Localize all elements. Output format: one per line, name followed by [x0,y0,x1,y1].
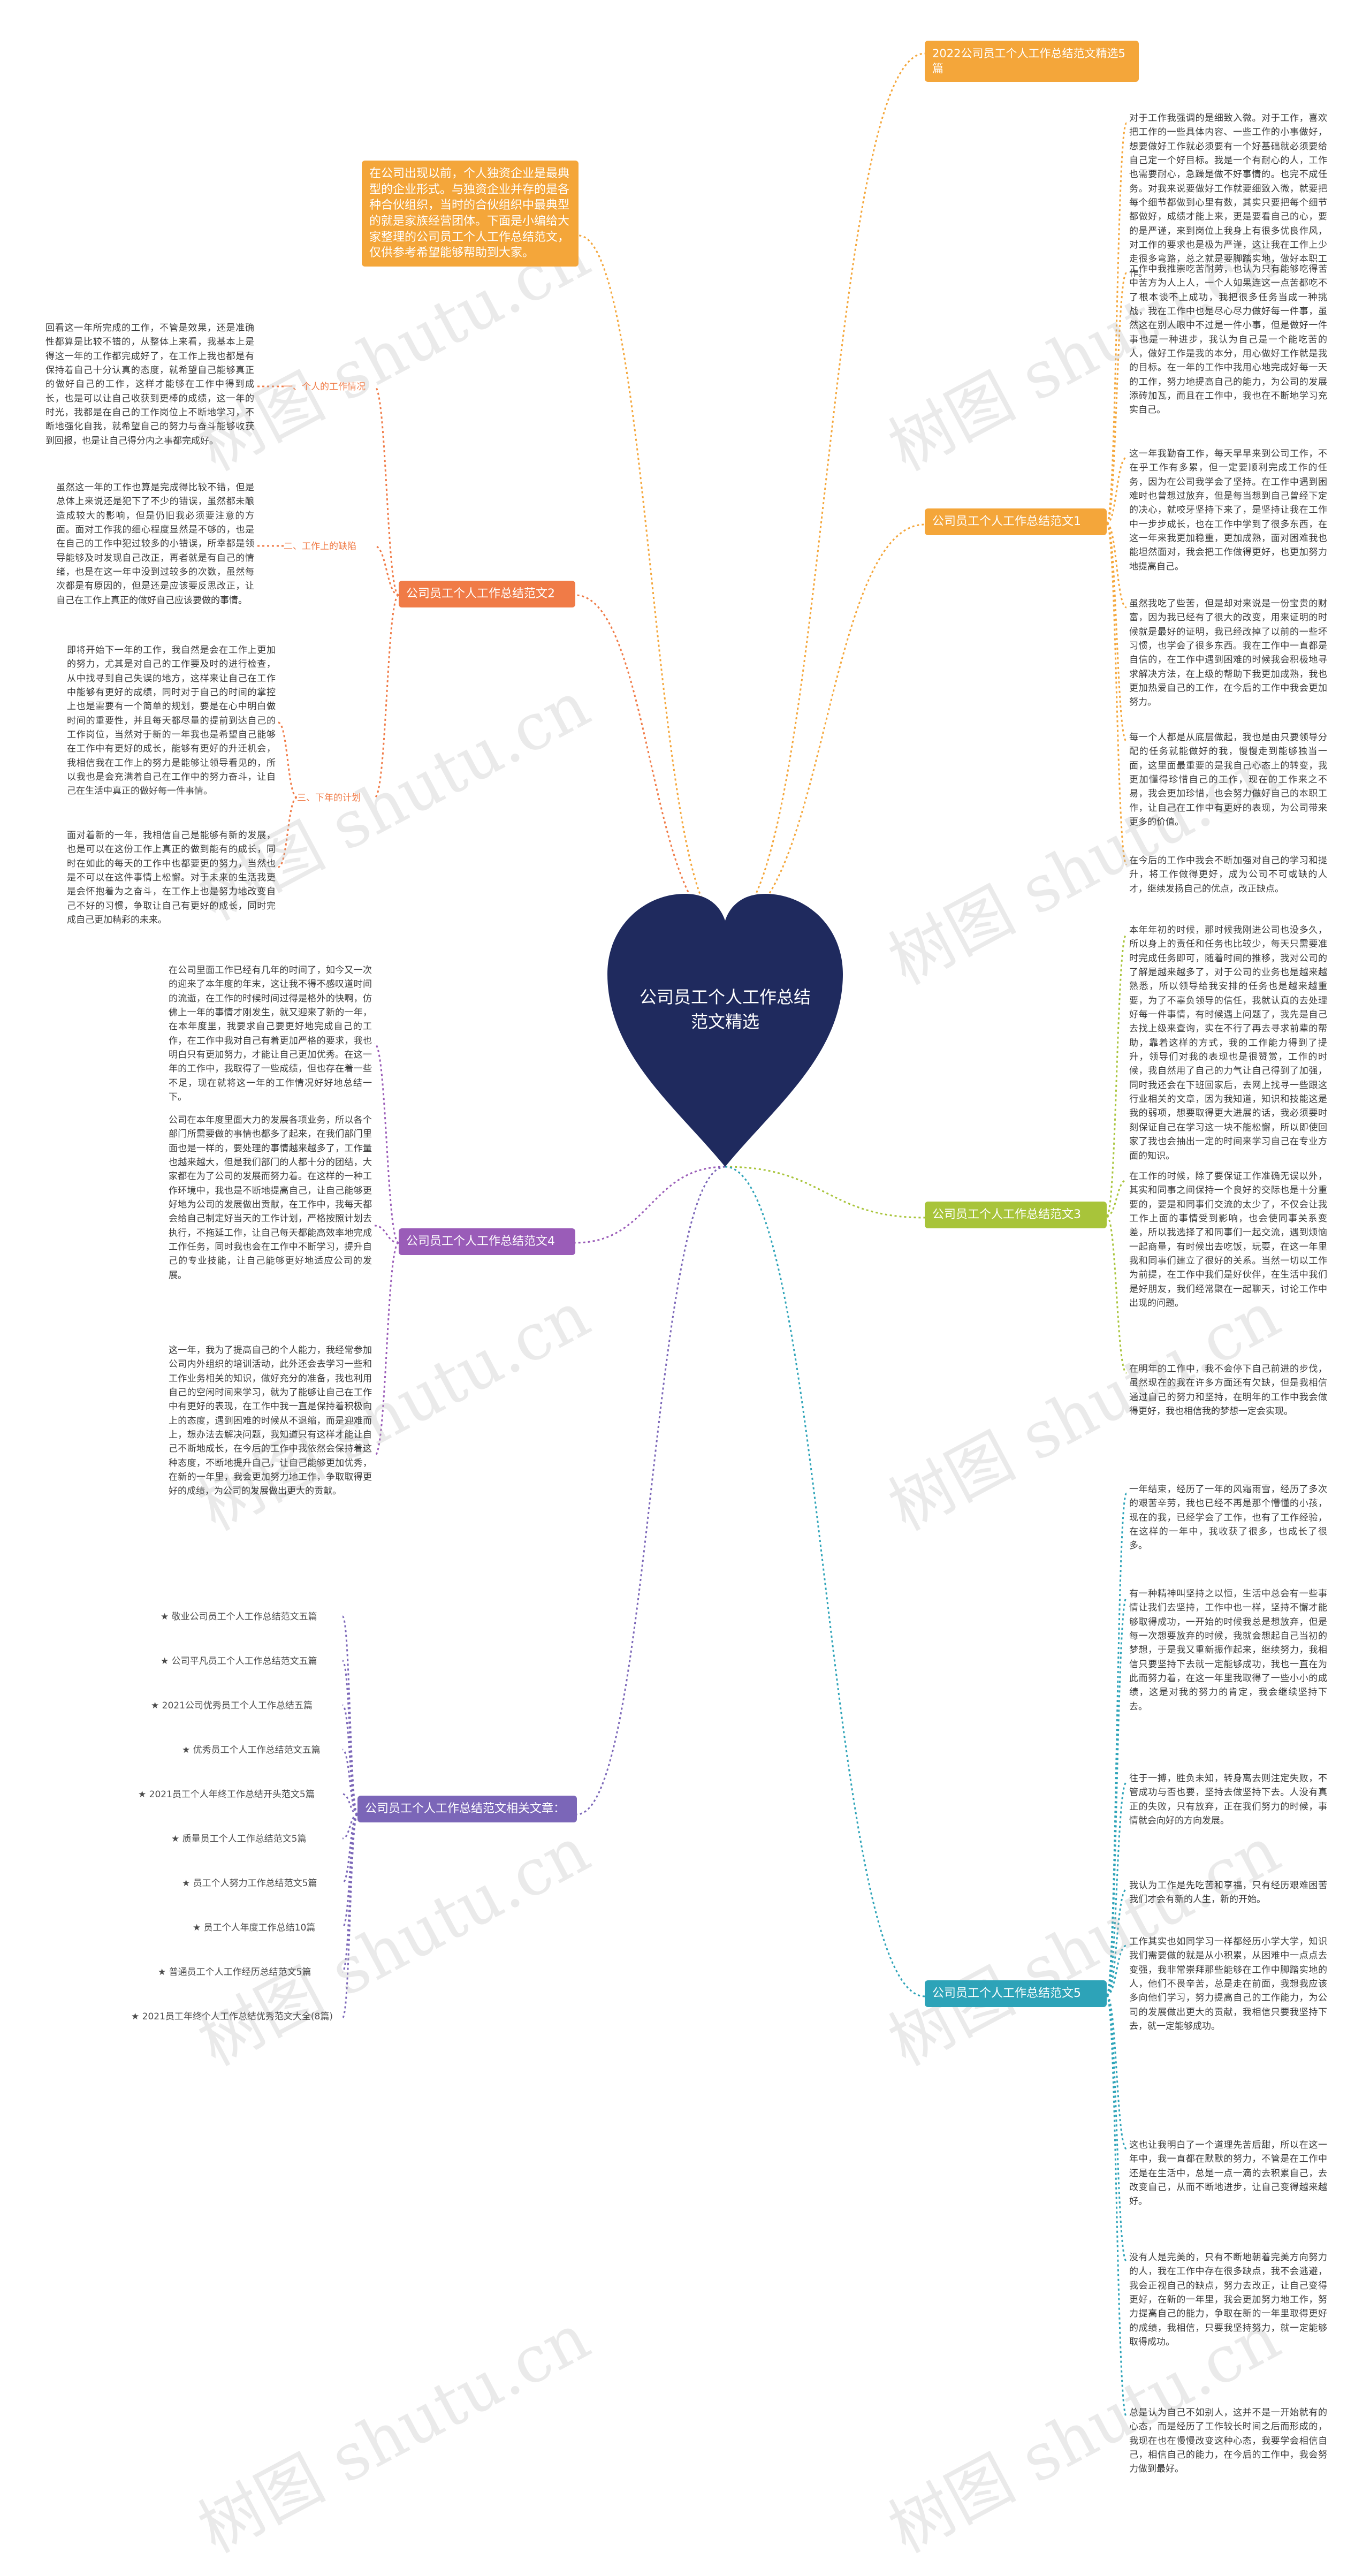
b5-paragraph: 我认为工作是先吃苦和享福，只有经历艰难困苦我们才会有新的人生，新的开始。 [1129,1880,1327,1905]
link-b1-paragraph [1106,522,1128,865]
b1-paragraph: 工作中我推崇吃苦耐劳，也认为只有能够吃得苦中苦方为人上人，一个人如果连这一点苦都… [1129,264,1327,416]
related-article-link[interactable]: ★ 质量员工个人工作总结范文5篇 [171,1834,307,1844]
link-related [576,1166,726,1815]
related-article-link[interactable]: ★ 敬业公司员工个人工作总结范文五篇 [161,1612,317,1622]
branch-4-label: 公司员工个人工作总结范文4 [406,1235,555,1248]
top-title-node[interactable]: 2022公司员工个人工作总结范文精选5篇 [925,41,1139,82]
link-b3-paragraph [1106,1215,1128,1374]
b1-paragraph: 在今后的工作中我会不断加强对自己的学习和提升，将工作做得更好，成为公司不可或缺的… [1129,855,1327,894]
link-b2-section [374,545,399,596]
intro-node[interactable]: 在公司出现以前，个人独资企业是最典型的企业形式。与独资企业并存的是各种合伙组织，… [362,161,579,267]
b5-paragraph: 一年结束，经历了一年的风霜雨雪，经历了多次的艰苦辛劳，我也已经不再是那个懵懂的小… [1129,1484,1327,1552]
link-top-title [725,52,925,927]
link-b2-section [374,594,400,799]
link-b1-paragraph [1106,122,1128,525]
b4-paragraph: 这一年，我为了提高自己的个人能力，我经常参加公司内外组织的培训活动，此外还会去学… [169,1345,372,1497]
b5-paragraph: 这也让我明白了一个道理先苦后甜，所以在这一年中，我一直都在默默的努力，不管是在工… [1129,2140,1327,2207]
link-b4-paragraph [374,1225,399,1244]
link-intro [578,234,726,927]
b2-section-heading[interactable]: 一、个人的工作情况 [284,382,366,392]
link-branch-3 [725,1166,925,1219]
link-b5-paragraph [1106,1781,1128,1996]
center-title[interactable]: 公司员工个人工作总结范文精选 [639,987,811,1032]
branch-5-label: 公司员工个人工作总结范文5 [932,1987,1081,2000]
link-branch-5 [725,1166,925,1997]
link-b5-paragraph [1106,1492,1128,1996]
link-related-item [341,1813,359,2019]
related-article-link[interactable]: ★ 2021员工个人年终工作总结开头范文5篇 [138,1789,315,1800]
link-related-item [342,1813,358,1884]
branch-3-label: 公司员工个人工作总结范文3 [932,1208,1081,1221]
b5-paragraph: 总是认为自己不如别人，这并不是一开始就有的心态，而是经历了工作较长时间之后而形成… [1129,2407,1327,2475]
b4-paragraph: 公司在本年度里面大力的发展各项业务，所以各个部门所需要做的事情也都多了起来，在我… [169,1115,372,1281]
b2-paragraph: 面对着新的一年，我相信自己是能够有新的发展，也是可以在这份工作上真正的做到能有的… [67,830,276,926]
link-related-item [341,1813,359,1973]
related-article-link[interactable]: ★ 公司平凡员工个人工作总结范文五篇 [161,1656,317,1667]
b3-paragraph: 在工作的时候，除了要保证工作准确无误以外，其实和同事之间保持一个良好的交际也是十… [1129,1171,1327,1309]
related-article-link[interactable]: ★ 2021公司优秀员工个人工作总结五篇 [151,1700,313,1711]
related-node[interactable]: 公司员工个人工作总结范文相关文章： [357,1796,577,1822]
link-branch-1 [725,523,925,927]
b5-paragraph: 工作其实也如同学习一样都经历小学大学，知识我们需要做的就是从小积累，从困难中一点… [1129,1936,1327,2032]
link-b4-paragraph [374,1242,400,1457]
link-b2-text [278,796,298,868]
link-b3-paragraph [1106,1179,1127,1217]
b1-paragraph: 每一个人都是从底层做起，我也是由只要领导分配的任务就能做好的我，慢慢走到能够独当… [1129,732,1327,828]
link-b5-paragraph [1106,1888,1127,1996]
link-b1-paragraph [1106,522,1128,742]
link-b3-paragraph [1106,933,1128,1217]
b1-paragraph: 虽然我吃了些苦，但是却对来说是一份宝贵的财富，因为我已经有了很大的改变，用来证明… [1129,598,1327,708]
branch-1-node[interactable]: 公司员工个人工作总结范文1 [925,508,1107,535]
branch-3-node[interactable]: 公司员工个人工作总结范文3 [925,1202,1107,1228]
branch-1-label: 公司员工个人工作总结范文1 [932,515,1081,528]
related-label: 公司员工个人工作总结范文相关文章： [365,1802,566,1815]
b3-paragraph: 在明年的工作中，我不会停下自己前进的步伐，虽然现在的我在许多方面还有欠缺，但是我… [1129,1364,1327,1417]
b2-paragraph: 虽然这一年的工作也算是完成得比较不错，但是总体上来说还是犯下了不少的错误，虽然都… [56,482,254,606]
intro-text: 在公司出现以前，个人独资企业是最典型的企业形式。与独资企业并存的是各种合伙组织，… [369,167,570,260]
link-related-item [341,1660,359,1815]
related-article-link[interactable]: ★ 优秀员工个人工作总结范文五篇 [182,1745,321,1756]
b2-paragraph: 回看这一年所完成的工作，不管是效果，还是准确性都算是比较不错的，从整体上来看，我… [45,323,254,446]
center-heart [607,894,843,1167]
link-b1-paragraph [1106,457,1127,525]
link-b2-text [278,721,298,799]
branch-5-node[interactable]: 公司员工个人工作总结范文5 [925,1980,1107,2007]
link-related-item [341,1615,359,1815]
b2-section-heading[interactable]: 二、工作上的缺陷 [284,541,356,552]
link-b1-paragraph [1106,522,1127,609]
related-article-link[interactable]: ★ 员工个人努力工作总结范文5篇 [182,1878,317,1889]
top-title-text: 2022公司员工个人工作总结范文精选5篇 [932,47,1125,75]
link-b5-paragraph [1106,1994,1128,2150]
branch-4-node[interactable]: 公司员工个人工作总结范文4 [399,1228,575,1255]
b2-section-heading[interactable]: 三、下年的计划 [297,793,361,803]
b4-paragraph: 在公司里面工作已经有几年的时间了，如今又一次的迎来了本年度的年末，这让我不得不感… [169,965,372,1103]
b1-paragraph: 这一年我勤奋工作，每天早早来到公司工作，不在乎工作有多累，但一定要顺利完成工作的… [1129,449,1327,572]
b1-paragraph: 对于工作我强调的是细致入微。对于工作，喜欢把工作的一些具体内容、一些工作的小事做… [1129,113,1327,279]
link-branch-4 [575,1166,726,1244]
branch-2-label: 公司员工个人工作总结范文2 [406,587,555,601]
link-branch-2 [575,594,726,927]
branch-2-node[interactable]: 公司员工个人工作总结范文2 [399,581,575,607]
b5-paragraph: 有一种精神叫坚持之以恒，生活中总会有一些事情让我们去坚持，工作中也一样，坚持不懈… [1129,1589,1327,1712]
b2-paragraph: 即将开始下一年的工作，我自然是会在工作上更加的努力，尤其是对自己的工作要及时的进… [67,645,276,797]
link-b4-paragraph [374,1043,400,1244]
related-article-link[interactable]: ★ 2021员工年终个人工作总结优秀范文大全(8篇) [131,2011,333,2022]
b3-paragraph: 本年年初的时候，那时候我刚进公司也没多久，所以身上的责任和任务也比较少，每天只需… [1129,925,1327,1161]
link-b1-paragraph [1106,272,1128,525]
related-article-link[interactable]: ★ 普通员工个人工作经历总结范文5篇 [158,1967,311,1978]
related-article-link[interactable]: ★ 员工个人年度工作总结10篇 [193,1922,316,1933]
link-related-item [342,1813,358,1840]
b5-paragraph: 往于一搏，胜负未知，转身离去则注定失败，不管成功与否也要，坚持去做坚持下去。人没… [1129,1773,1327,1827]
link-related-item [342,1749,358,1815]
link-b5-paragraph [1106,1994,1128,2418]
link-b2-section [374,385,400,596]
link-related-item [342,1793,358,1815]
b5-paragraph: 没有人是完美的，只有不断地朝着完美方向努力的人，我在工作中存在很多缺点，我不会逃… [1129,2252,1327,2348]
link-b5-paragraph [1106,1597,1128,1996]
